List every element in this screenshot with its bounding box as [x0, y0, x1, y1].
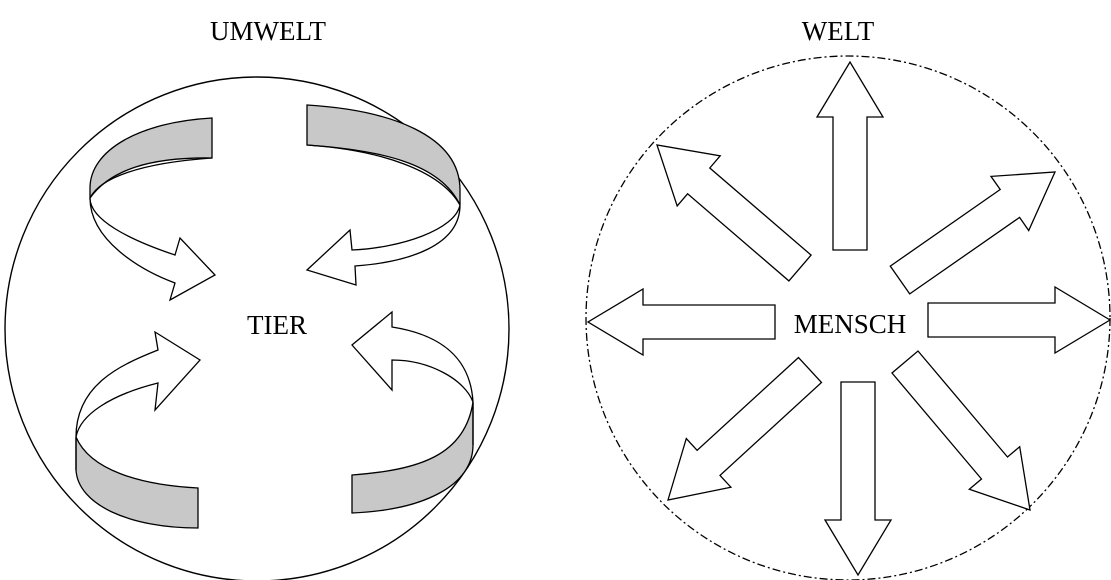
umwelt-circle [4, 76, 510, 580]
arrow-down [823, 381, 893, 577]
welt-panel: WELT MENSCH [585, 16, 1111, 580]
arrow-down-left [667, 356, 823, 501]
curl-arrow-upper-right [305, 104, 461, 286]
arrow-up-left [656, 144, 813, 282]
arrow-right [927, 285, 1111, 355]
arrow-left [586, 287, 776, 357]
arrow-up-right [889, 171, 1057, 295]
curl-arrow-upper-left [89, 117, 217, 302]
welt-circle [585, 55, 1111, 580]
radial-arrows [586, 60, 1111, 577]
umwelt-panel: UMWELT TIER [4, 16, 510, 580]
curl-arrow-lower-left [75, 330, 202, 529]
umwelt-title: UMWELT [210, 16, 326, 46]
arrow-up [815, 60, 885, 251]
arrow-down-right [891, 350, 1031, 511]
curl-arrow-lower-right [351, 310, 474, 514]
tier-label: TIER [247, 310, 307, 340]
mensch-label: MENSCH [794, 309, 907, 339]
welt-title: WELT [802, 16, 875, 46]
